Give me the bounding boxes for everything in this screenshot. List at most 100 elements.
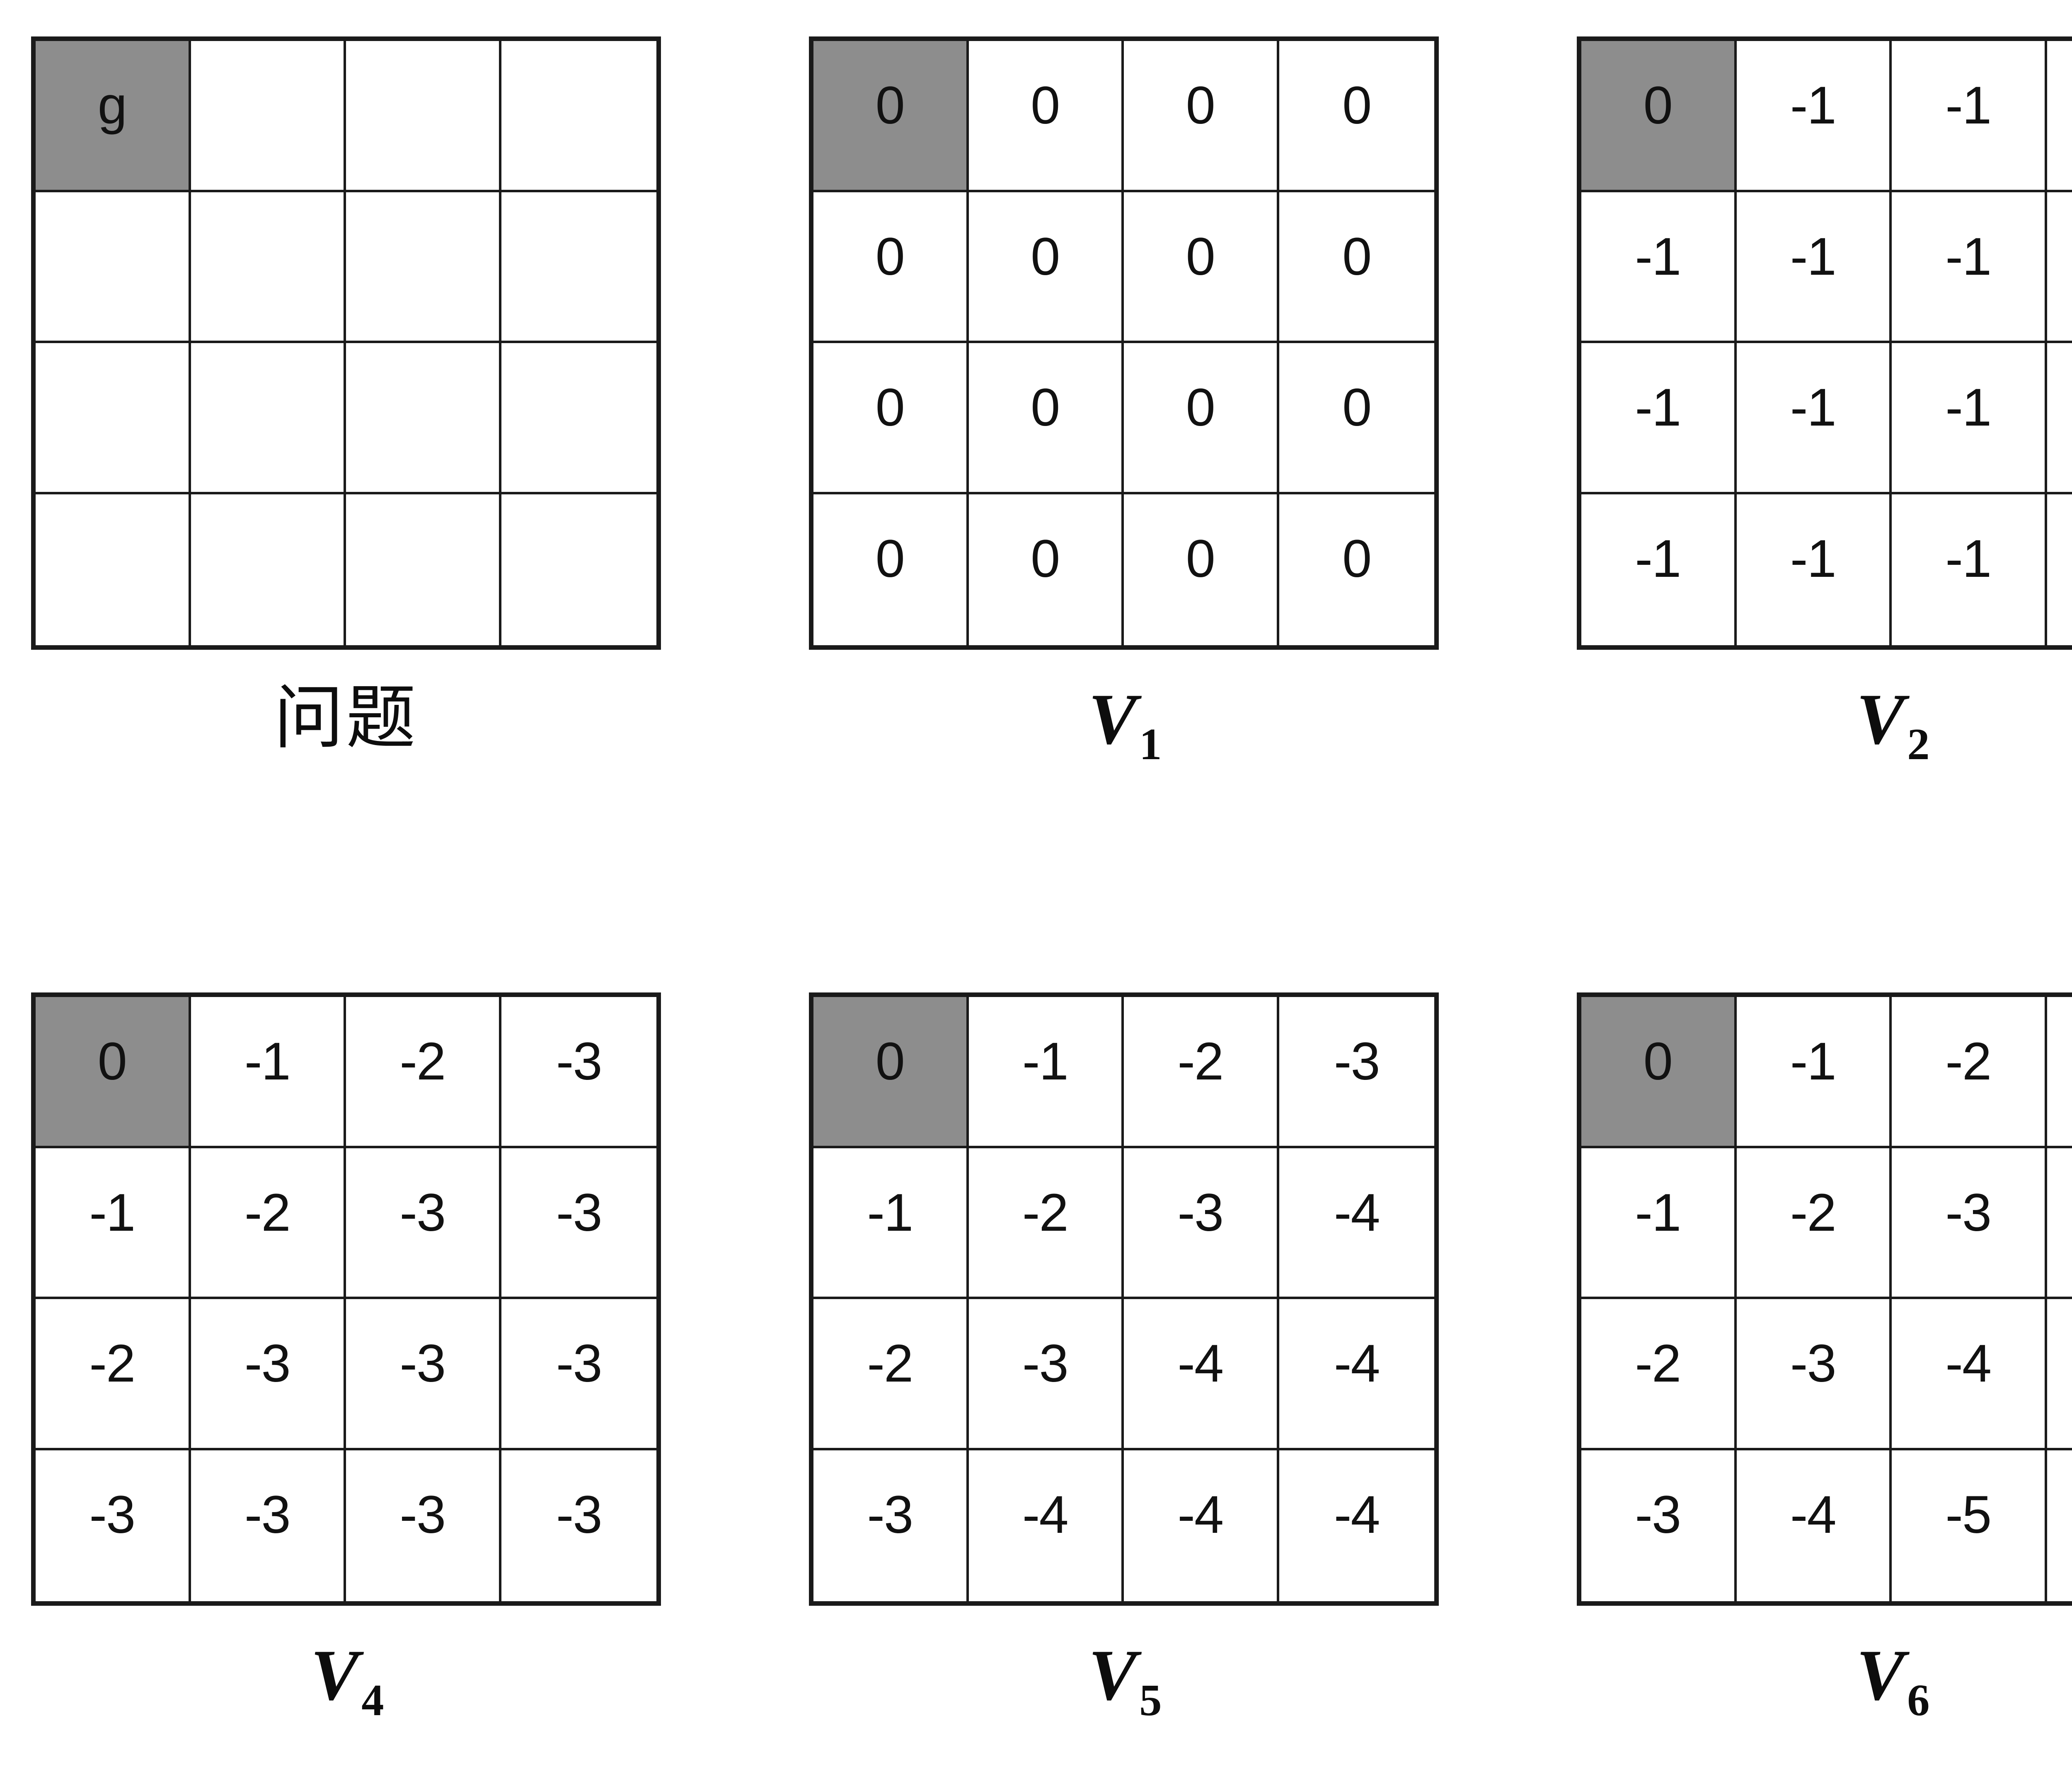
- grid-cell: -3: [1892, 1148, 2047, 1299]
- cell-value: 0: [1031, 529, 1060, 588]
- grid-cell: [501, 343, 656, 494]
- grid-cell: -2: [1124, 997, 1279, 1148]
- cell-value: -2: [1635, 1334, 1681, 1393]
- grid-cell: -1: [1892, 41, 2047, 192]
- grid-cell: -3: [36, 1450, 191, 1601]
- grid-cell: -3: [1279, 997, 1434, 1148]
- panel-v4: 0-1-2-3-1-2-3-3-2-3-3-3-3-3-3-3 V4: [31, 992, 661, 1723]
- cell-value: 0: [97, 1032, 127, 1091]
- grid-cell: -3: [501, 1450, 656, 1601]
- grid-cell: 0: [813, 192, 969, 343]
- grid-cell: -1: [1892, 343, 2047, 494]
- grid-cell: -4: [1892, 1299, 2047, 1450]
- grid-cell: -3: [501, 1148, 656, 1299]
- grid-cell: 0: [1124, 192, 1279, 343]
- grid-cell: -1: [2047, 192, 2072, 343]
- grid-cell: -4: [1279, 1148, 1434, 1299]
- cell-value: -1: [1790, 76, 1837, 135]
- grid-cell: 0: [36, 997, 191, 1148]
- cell-value: -1: [1022, 1032, 1069, 1091]
- cell-value: -1: [1635, 529, 1681, 588]
- grid-problem: g: [31, 36, 661, 650]
- grid-cell: -1: [1892, 494, 2047, 645]
- grid-cell: 0: [813, 343, 969, 494]
- grid-cell: [501, 494, 656, 645]
- grid-cell: -2: [1581, 1299, 1737, 1450]
- grid-cell: -1: [36, 1148, 191, 1299]
- grid-cell: -2: [968, 1148, 1124, 1299]
- caption-v1-letter: V: [1088, 679, 1137, 759]
- cell-value: 0: [1342, 378, 1372, 437]
- cell-value: 0: [875, 76, 905, 135]
- caption-v6: V6: [1577, 1639, 2072, 1723]
- cell-value: -3: [1334, 1032, 1380, 1091]
- cell-value: -3: [556, 1334, 603, 1393]
- cell-value: -2: [399, 1032, 446, 1091]
- grid-cell: -3: [191, 1299, 346, 1450]
- grid-cell: -1: [1892, 192, 2047, 343]
- cell-value: 0: [1186, 378, 1215, 437]
- cell-value: 0: [1186, 227, 1215, 286]
- cell-value: -1: [1790, 227, 1837, 286]
- cell-value: -3: [867, 1485, 913, 1544]
- caption-v5-letter: V: [1088, 1635, 1137, 1715]
- grid-cell: -4: [1124, 1450, 1279, 1601]
- grid-cell: 0: [1124, 41, 1279, 192]
- grid-cell: [346, 41, 501, 192]
- cell-value: -1: [1945, 529, 1992, 588]
- grid-v6: 0-1-2-3-1-2-3-4-2-3-4-5-3-4-5-5: [1577, 992, 2072, 1606]
- cell-value: 0: [875, 227, 905, 286]
- panel-v6: 0-1-2-3-1-2-3-4-2-3-4-5-3-4-5-5 V6: [1577, 992, 2072, 1723]
- caption-v2-label: V2: [1856, 679, 1930, 767]
- grid-cell: 0: [968, 494, 1124, 645]
- caption-v2-letter: V: [1856, 679, 1905, 759]
- grid-cell: 0: [1581, 41, 1737, 192]
- grid-cell: -1: [1736, 343, 1892, 494]
- grid-cell: -1: [1736, 494, 1892, 645]
- grid-cell: [501, 192, 656, 343]
- caption-v2-subscript: 2: [1907, 719, 1930, 769]
- grid-cell: -1: [1581, 343, 1737, 494]
- cell-value: -1: [867, 1183, 913, 1242]
- grid-cell: 0: [1124, 494, 1279, 645]
- cell-value: -1: [244, 1032, 291, 1091]
- grid-cell: -2: [191, 1148, 346, 1299]
- grid-cell: [191, 192, 346, 343]
- cell-value: 0: [875, 1032, 905, 1091]
- grid-v4: 0-1-2-3-1-2-3-3-2-3-3-3-3-3-3-3: [31, 992, 661, 1606]
- cell-value: -1: [1635, 227, 1681, 286]
- grid-cell: -1: [2047, 41, 2072, 192]
- cell-value: -4: [1022, 1485, 1069, 1544]
- grid-cell: [191, 343, 346, 494]
- cell-value: -5: [1945, 1485, 1992, 1544]
- grid-cell: -1: [1581, 1148, 1737, 1299]
- caption-v1: V1: [809, 683, 1439, 767]
- caption-problem-label: 问题: [274, 677, 418, 758]
- caption-v4-letter: V: [310, 1635, 359, 1715]
- cell-value: -2: [1790, 1183, 1837, 1242]
- caption-v2: V2: [1577, 683, 2072, 767]
- cell-value: -4: [1177, 1485, 1224, 1544]
- cell-value: -3: [399, 1183, 446, 1242]
- cell-value: 0: [1342, 529, 1372, 588]
- grid-cell: 0: [813, 997, 969, 1148]
- cell-value: -1: [1790, 378, 1837, 437]
- cell-value: -3: [1022, 1334, 1069, 1393]
- caption-v6-subscript: 6: [1907, 1675, 1930, 1725]
- grid-cell: -5: [1892, 1450, 2047, 1601]
- grid-cell: -5: [2047, 1299, 2072, 1450]
- grid-cell: -4: [1279, 1450, 1434, 1601]
- grid-v5: 0-1-2-3-1-2-3-4-2-3-4-4-3-4-4-4: [809, 992, 1439, 1606]
- cell-value: 0: [1031, 76, 1060, 135]
- cell-value: -3: [89, 1485, 136, 1544]
- grid-cell: -3: [1736, 1299, 1892, 1450]
- grid-cell: -4: [968, 1450, 1124, 1601]
- cell-value: 0: [1186, 76, 1215, 135]
- grid-cell: -4: [2047, 1148, 2072, 1299]
- cell-value: -1: [1635, 1183, 1681, 1242]
- grid-cell: [346, 192, 501, 343]
- cell-value: -1: [1790, 529, 1837, 588]
- grid-cell: 0: [1279, 192, 1434, 343]
